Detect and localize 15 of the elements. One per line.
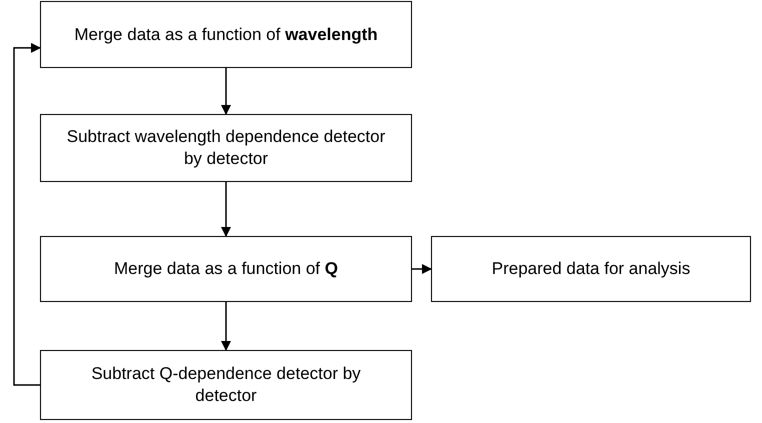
box-label: Subtract wavelength dependence detector by detector — [66, 126, 386, 170]
arrow — [13, 42, 41, 386]
process-box — [40, 1, 412, 68]
arrow — [221, 302, 231, 351]
process-box — [431, 236, 751, 302]
arrow — [412, 264, 432, 274]
process-box — [40, 114, 412, 182]
box-label: Prepared data for analysis — [490, 258, 692, 280]
box-label: Subtract Q-dependence detector by detector — [90, 363, 362, 407]
arrow — [221, 68, 231, 115]
box-label: Merge data as a function of Q — [113, 258, 339, 280]
box-label: Merge data as a function of wavelength — [73, 24, 379, 46]
arrow — [221, 182, 231, 237]
process-box — [40, 350, 412, 420]
process-box — [40, 236, 412, 302]
